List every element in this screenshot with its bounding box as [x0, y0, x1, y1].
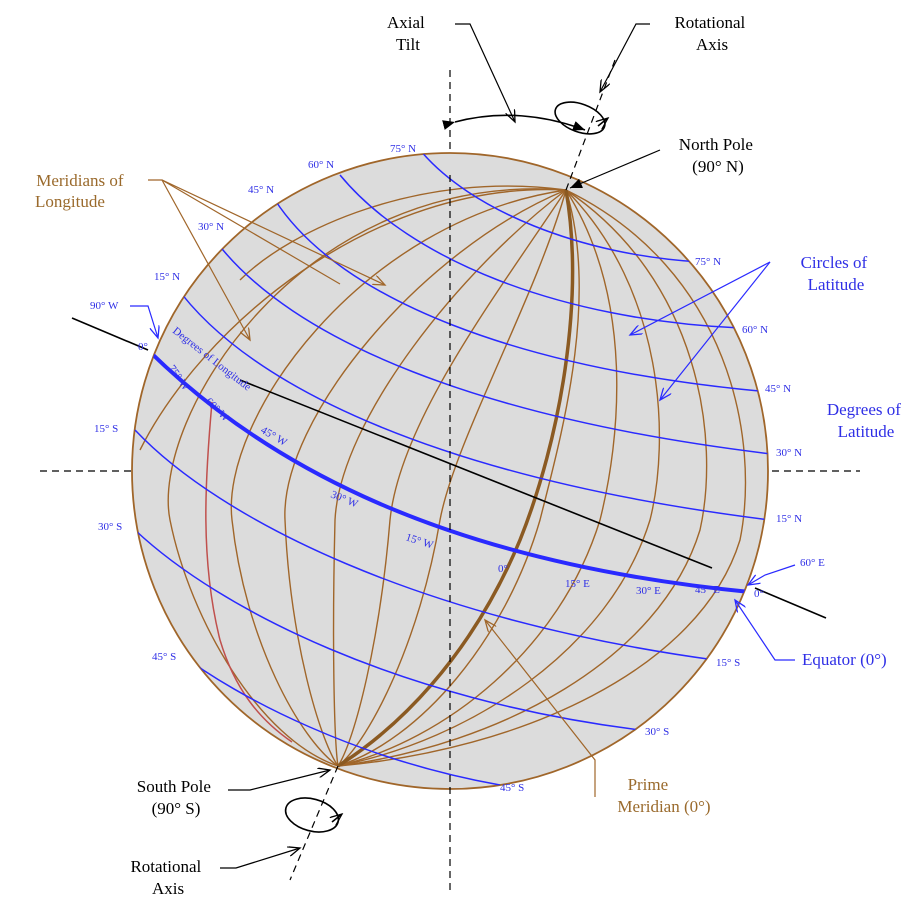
meridian-line	[139, 188, 567, 451]
north-pole-label: North Pole (90° N)	[679, 135, 757, 176]
degrees-latitude-label: Degrees of Latitude	[827, 400, 905, 441]
tick-45n-right: 45° N	[765, 383, 791, 395]
tick-30s-left: 30° S	[98, 521, 122, 533]
black-leaders	[220, 23, 661, 869]
tick-30n-right: 30° N	[776, 447, 802, 459]
graticule	[134, 153, 768, 786]
prime-meridian-label: Prime Meridian (0°)	[617, 775, 710, 816]
tick-90w: 90° W	[90, 300, 119, 312]
equator-line	[146, 348, 751, 594]
prime-meridian	[337, 189, 575, 768]
rotation-ellipse-bottom	[284, 797, 340, 833]
rotational-axis-bottom-label: Rotational Axis	[130, 857, 205, 898]
blue-leaders	[130, 261, 796, 661]
meridian-line	[337, 189, 661, 767]
equator-label: Equator (0°)	[802, 650, 887, 669]
meridian-line	[337, 189, 567, 767]
south-pole-label: South Pole (90° S)	[137, 777, 215, 818]
latitude-75n	[419, 153, 701, 263]
tick-60n-left: 60° N	[308, 159, 334, 171]
tick-15n-right: 15° N	[776, 513, 802, 525]
meridian-line	[337, 189, 567, 767]
tick-0-center: 0°	[498, 563, 508, 575]
meridian-line	[284, 189, 567, 767]
meridian-line	[239, 185, 567, 281]
tick-45s-left: 45° S	[152, 651, 176, 663]
tick-30e: 30° E	[636, 585, 661, 597]
latitude-30s	[134, 529, 641, 731]
meridian-line	[337, 189, 708, 767]
tick-75n-left: 75° N	[390, 143, 416, 155]
latitude-lines	[134, 153, 768, 786]
rotation-ellipse-top	[554, 101, 606, 135]
brown-leaders	[148, 179, 596, 797]
latitude-30n	[214, 239, 768, 456]
meridian-line	[332, 189, 567, 767]
latitude-15s	[134, 429, 716, 661]
meridian-line	[230, 189, 567, 767]
tick-60n-right: 60° N	[742, 324, 768, 336]
latitude-15n	[174, 284, 768, 521]
longitude-tick-labels: 90° W 0° 75° W 60° W 45° W 30° W 15° W 0…	[90, 300, 825, 600]
tick-0-right: 0°	[754, 588, 764, 600]
tilt-line-left	[71, 317, 149, 351]
circles-latitude-label: Circles of Latitude	[801, 253, 872, 294]
latitude-45s	[174, 649, 501, 786]
rotational-axis-top	[565, 59, 616, 191]
rotational-axis-bottom	[289, 765, 339, 881]
tick-15n-left: 15° N	[154, 271, 180, 283]
tick-30s-right: 30° S	[645, 726, 669, 738]
tick-45s-right: 45° S	[500, 782, 524, 794]
red-meridian-60w	[205, 401, 293, 743]
tick-45e: 45° E	[695, 584, 720, 596]
latitude-45n	[274, 199, 768, 393]
tick-60e: 60° E	[800, 557, 825, 569]
tilt-line-right	[754, 587, 827, 619]
tick-45n-left: 45° N	[248, 184, 274, 196]
meridian-line	[337, 189, 580, 767]
meridian-line	[337, 189, 747, 767]
meridians-label: Meridians of Longitude	[35, 171, 128, 211]
tick-0-left: 0°	[138, 341, 148, 353]
axial-tilt-label: Axial Tilt	[387, 13, 429, 54]
tick-30n-left: 30° N	[198, 221, 224, 233]
tick-15s-left: 15° S	[94, 423, 118, 435]
meridian-line	[337, 189, 618, 767]
axial-tilt-arc	[442, 114, 586, 131]
tick-15s-right: 15° S	[716, 657, 740, 669]
latitude-tick-labels: 75° N 60° N 45° N 30° N 15° N 75° N 60° …	[94, 143, 802, 794]
tilt-line-center	[239, 379, 713, 569]
tick-15e: 15° E	[565, 578, 590, 590]
latitude-60n	[339, 174, 741, 329]
rotational-axis-top-label: Rotational Axis	[674, 13, 749, 54]
tick-75n-right: 75° N	[695, 256, 721, 268]
